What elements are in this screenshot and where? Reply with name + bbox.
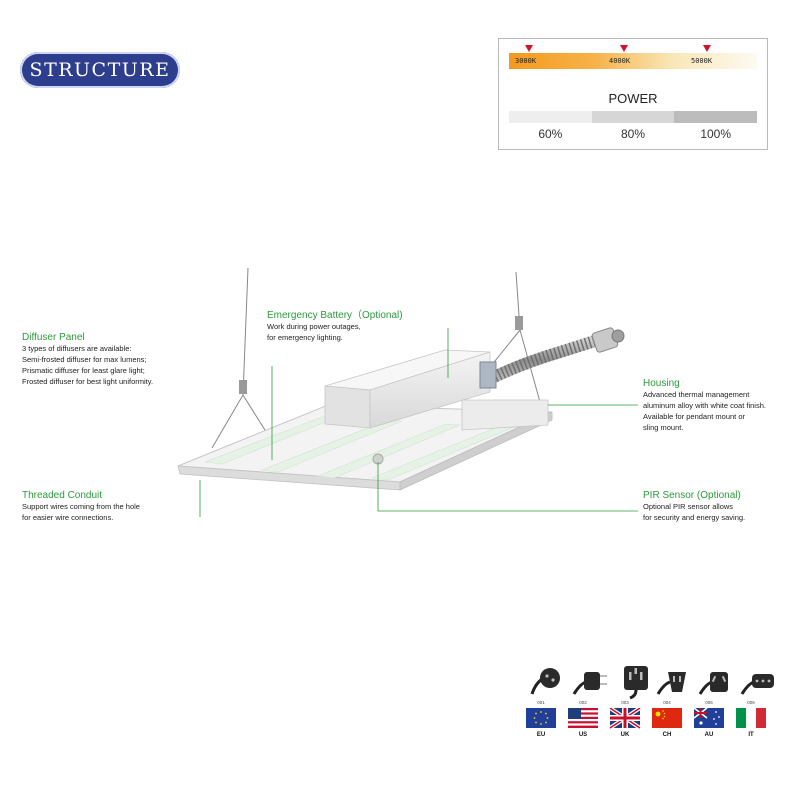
- flexible-conduit: [479, 327, 625, 389]
- au-flag-icon: [693, 708, 724, 728]
- driver-housing: [324, 349, 549, 431]
- structure-title: STRUCTURE: [20, 52, 180, 88]
- region-label-uk: UK: [620, 732, 630, 738]
- plug-icons-row: [530, 666, 774, 700]
- uk-flag-icon: [608, 708, 642, 730]
- cct-gradient-bar: 3000K 4000K 5000K: [509, 45, 757, 69]
- region-label-au: AU: [704, 732, 714, 738]
- cct-label-3000k: 3000K: [515, 57, 537, 65]
- panel-body: [177, 404, 553, 491]
- it-plug-icon: [740, 674, 774, 695]
- emergency-battery-title: Emergency Battery（Optional): [267, 310, 403, 321]
- power-title: POWER: [608, 91, 658, 106]
- plug-number-it: 006: [747, 700, 755, 705]
- threaded-conduit-text: Support wires coming from the hole for e…: [22, 502, 140, 522]
- region-label-it: IT: [748, 732, 754, 738]
- callout-housing: Housing Advanced thermal management alum…: [643, 378, 766, 433]
- cct-marker-3000k: [525, 45, 533, 52]
- cct-marker-4000k: [620, 45, 628, 52]
- region-label-ch: CH: [662, 732, 672, 738]
- power-bar: [509, 111, 758, 123]
- emergency-battery-text: Work during power outages, for emergency…: [267, 322, 361, 342]
- plug-number-eu: 001: [537, 700, 545, 705]
- region-label-us: US: [578, 732, 588, 738]
- callout-diffuser-panel: Diffuser Panel 3 types of diffusers are …: [22, 332, 153, 387]
- uk-plug-icon: [624, 666, 648, 700]
- us-plug-icon: [572, 672, 607, 695]
- cct-label-4000k: 4000K: [609, 57, 631, 65]
- plug-number-ch: 004: [663, 700, 671, 705]
- diffuser-panel-text: 3 types of diffusers are available: Semi…: [22, 344, 154, 386]
- cct-label-5000k: 5000K: [691, 57, 713, 65]
- ch-flag-icon: [652, 708, 682, 728]
- wire-gripper-right: [515, 316, 523, 330]
- threaded-conduit-title: Threaded Conduit: [22, 490, 103, 501]
- flags-row: [526, 708, 766, 730]
- power-segment-80: [591, 111, 675, 123]
- callout-pir-sensor: PIR Sensor (Optional) Optional PIR senso…: [643, 490, 745, 523]
- power-segment-60: [509, 111, 592, 123]
- wire-gripper-left: [239, 380, 247, 394]
- spec-panel: 3000K 4000K 5000K POWER 60% 80% 100%: [498, 38, 768, 150]
- au-plug-icon: [698, 672, 728, 695]
- housing-title: Housing: [643, 378, 680, 389]
- plug-number-uk: 003: [621, 700, 629, 705]
- callout-threaded-conduit: Threaded Conduit Support wires coming fr…: [22, 490, 140, 523]
- power-segment-100: [674, 111, 758, 123]
- it-flag-icon: [736, 708, 766, 728]
- pir-sensor-text: Optional PIR sensor allows for security …: [643, 502, 746, 522]
- callout-emergency-battery: Emergency Battery（Optional) Work during …: [267, 306, 403, 343]
- power-label-60: 60%: [538, 127, 563, 141]
- plug-number-au: 005: [705, 700, 713, 705]
- eu-flag-icon: [526, 708, 556, 728]
- cct-marker-5000k: [703, 45, 711, 52]
- region-label-eu: EU: [536, 732, 546, 738]
- pir-sensor-title: PIR Sensor (Optional): [643, 490, 741, 501]
- housing-text: Advanced thermal management aluminum all…: [643, 390, 766, 432]
- diffuser-panel-title: Diffuser Panel: [22, 332, 85, 343]
- eu-plug-icon: [530, 668, 560, 695]
- plug-number-us: 002: [579, 700, 587, 705]
- ch-plug-icon: [656, 672, 686, 695]
- callout-lines: [199, 328, 638, 517]
- power-label-80: 80%: [620, 127, 646, 141]
- us-flag-icon: [568, 708, 598, 728]
- power-label-100: 100%: [700, 127, 732, 141]
- power-labels: 60% 80% 100%: [509, 127, 757, 141]
